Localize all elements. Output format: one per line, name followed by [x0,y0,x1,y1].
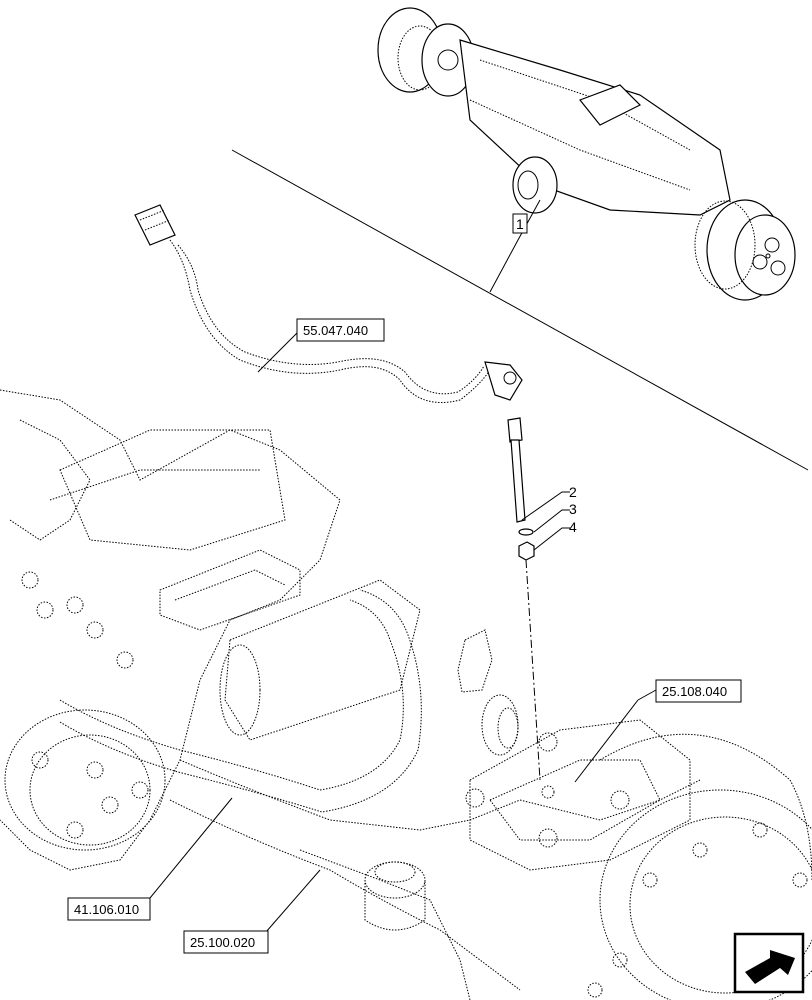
ref-label-b: 25.108.040 [662,684,727,699]
ref-label-a: 55.047.040 [303,323,368,338]
callout-3-label: 3 [569,501,577,517]
ref-label-d: 25.100.020 [190,935,255,950]
callout-1-box [512,213,528,234]
wiring-harness [134,204,523,403]
bolt-assembly [507,417,541,781]
next-page-arrow-icon[interactable] [733,932,805,994]
tractor-assembly [0,389,812,1000]
axle-assembly-inset [377,7,796,301]
callout-2-label: 2 [569,484,577,500]
ref-box-d [183,930,269,954]
callout-1-label: 1 [516,216,524,232]
ref-box-c [67,897,151,921]
ref-label-c: 41.106.010 [74,902,139,917]
separator-line [231,149,809,471]
callout-1-leader [489,199,541,293]
callout-4-label: 4 [569,519,577,535]
ref-box-a [296,318,385,342]
ref-box-b [655,679,742,703]
